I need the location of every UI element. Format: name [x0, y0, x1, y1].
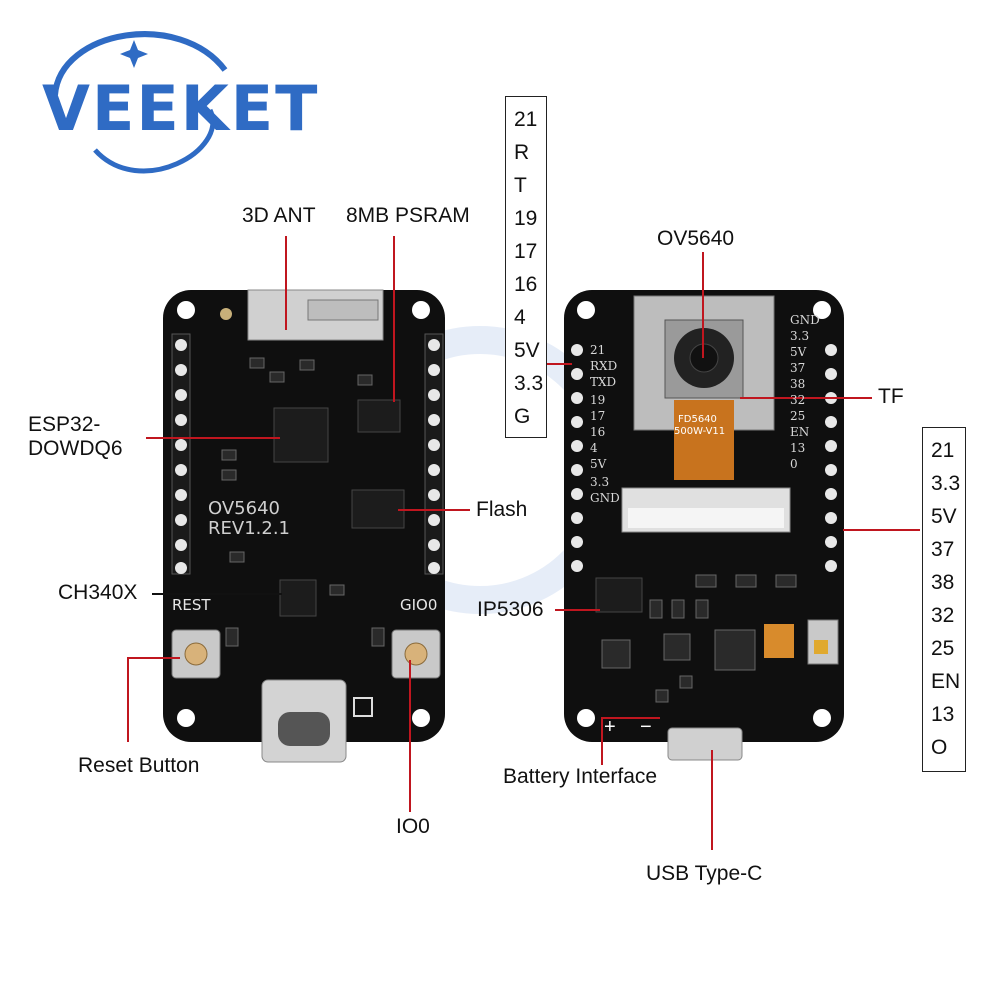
- label-battery-interface: Battery Interface: [503, 765, 658, 788]
- label-flash: Flash: [476, 498, 528, 521]
- silk-right-pin: 0: [790, 457, 798, 471]
- silk-left-pin: 5V: [590, 457, 607, 471]
- silk-left-pin: 19: [590, 393, 606, 407]
- battery-minus: −: [640, 716, 652, 738]
- pin-label: 13: [931, 703, 955, 726]
- pin-label: T: [514, 174, 527, 197]
- label-psram: 8MB PSRAM: [346, 204, 470, 227]
- front-board: [163, 289, 445, 763]
- silk-left-pin: 21: [590, 343, 606, 357]
- silk-right-pin: 38: [790, 377, 806, 391]
- pin-label: G: [514, 405, 531, 428]
- back-board: [564, 290, 844, 761]
- label-ch340x: CH340X: [58, 581, 138, 604]
- pin-label: 5V: [514, 339, 540, 362]
- silk-left-pin: TXD: [590, 375, 617, 389]
- pin-label: 32: [931, 604, 955, 627]
- battery-plus: +: [604, 716, 616, 738]
- silk-left-pin: RXD: [590, 359, 618, 373]
- silk-rest: REST: [172, 596, 211, 614]
- pin-label: O: [931, 736, 948, 759]
- logo-star-icon: [120, 40, 148, 68]
- silk-rev: REV1.2.1: [208, 518, 290, 539]
- pin-label: R: [514, 141, 530, 164]
- silk-right-pin: GND: [790, 313, 820, 327]
- pin-label: 38: [931, 571, 955, 594]
- leader-lines: [127, 236, 920, 850]
- silk-gio0: GIO0: [400, 596, 438, 614]
- silk-left-pin: 16: [590, 425, 606, 439]
- silk-fpc-line2: 500W-V11: [674, 426, 726, 437]
- right-pin-box: 21 3.3 5V 37 38 32 25 EN 13 O: [922, 427, 966, 772]
- silk-right-pin: 25: [790, 409, 806, 423]
- silk-fpc-line1: FD5640: [678, 414, 717, 425]
- pin-label: 25: [931, 637, 955, 660]
- pin-label: 17: [514, 240, 538, 263]
- silk-right-pin: 5V: [790, 345, 807, 359]
- label-3d-ant: 3D ANT: [242, 204, 316, 227]
- label-reset-button: Reset Button: [78, 754, 200, 777]
- pin-label: 37: [931, 538, 955, 561]
- silk-left-pin: 3.3: [590, 475, 610, 489]
- pin-label: EN: [931, 670, 961, 693]
- label-tf: TF: [878, 385, 904, 408]
- label-esp32-line2: DOWDQ6: [28, 437, 123, 460]
- label-io0: IO0: [396, 815, 430, 838]
- pin-label: 21: [514, 108, 538, 131]
- silk-right-pin: 13: [790, 441, 806, 455]
- pin-label: 21: [931, 439, 955, 462]
- pin-label: 16: [514, 273, 538, 296]
- pin-label: 5V: [931, 505, 957, 528]
- pin-label: 3.3: [514, 372, 544, 395]
- silk-right-pin: 32: [790, 393, 806, 407]
- left-pin-box: 21 R T 19 17 16 4 5V 3.3 G: [505, 96, 547, 438]
- label-ov5640: OV5640: [657, 227, 735, 250]
- pin-label: 19: [514, 207, 538, 230]
- silk-left-pin: GND: [590, 491, 620, 505]
- silk-left-pin: 17: [590, 409, 606, 423]
- pin-label: 3.3: [931, 472, 961, 495]
- silk-model: OV5640: [208, 498, 280, 519]
- silk-right-pin: 37: [790, 361, 806, 375]
- label-usb-type-c: USB Type-C: [646, 862, 763, 885]
- label-ip5306: IP5306: [477, 598, 544, 621]
- silk-left-pin: 4: [590, 441, 598, 455]
- silk-right-pin: 3.3: [790, 329, 810, 343]
- brand-logo: VEEKET: [42, 72, 320, 145]
- pin-label: 4: [514, 306, 526, 329]
- label-esp32-line1: ESP32-: [28, 413, 101, 436]
- silk-right-pin: EN: [790, 425, 810, 439]
